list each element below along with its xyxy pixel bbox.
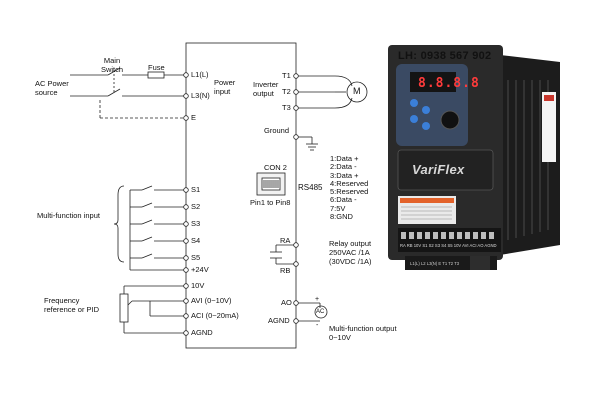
terminal-s3: S3 bbox=[191, 219, 201, 228]
ac-meter-label: AC bbox=[316, 309, 325, 315]
terminal-ao: AO bbox=[281, 298, 292, 307]
ac-meter-symbol bbox=[314, 305, 328, 319]
relay-output-line1: Relay output bbox=[329, 239, 372, 248]
control-box bbox=[185, 42, 297, 349]
terminal-ra: RA bbox=[280, 236, 291, 245]
terminal-10v: 10V bbox=[191, 281, 205, 290]
motor-label: M bbox=[353, 86, 361, 96]
terminal-agnd-left: AGND bbox=[191, 328, 213, 337]
frequency-reference-label-line2: reference or PID bbox=[44, 305, 100, 314]
contact-phone-text: LH: 0938 567 902 bbox=[398, 50, 492, 62]
rs485-pin-4: 4:Reserved bbox=[330, 178, 369, 188]
mf-output-label: Multi-function output 0~10V bbox=[329, 324, 397, 342]
ac-meter-minus: - bbox=[316, 322, 319, 329]
terminal-t1: T1 bbox=[282, 71, 291, 80]
ac-power-label-line1: AC Power bbox=[35, 79, 69, 88]
terminal-s5: S5 bbox=[191, 253, 201, 262]
power-input-label: Power input bbox=[214, 78, 235, 96]
power-input-label-line1: Power bbox=[214, 78, 236, 87]
rs485-label: RS485 bbox=[298, 183, 323, 192]
fuse-label: Fuse bbox=[148, 63, 165, 72]
rs485-pin-list: 1:Data + 2:Data - 3:Data + 4:Reserved 5:… bbox=[330, 154, 369, 222]
terminal-24v: +24V bbox=[191, 265, 209, 274]
rs485-pin-3: 3:Data + bbox=[330, 170, 359, 180]
frequency-reference-label-line1: Frequency bbox=[44, 296, 80, 305]
terminal-s1: S1 bbox=[191, 185, 201, 194]
terminal-l1: L1(L) bbox=[191, 70, 209, 79]
frequency-reference-label: Frequency reference or PID bbox=[44, 296, 99, 314]
motor-symbol bbox=[346, 81, 368, 103]
rs485-pin-5: 5:Reserved bbox=[330, 187, 369, 197]
vfd-display-digits: 8.8.8.8 bbox=[418, 76, 480, 91]
terminal-e: E bbox=[191, 113, 197, 122]
relay-output-line2: 250VAC /1A bbox=[329, 248, 370, 257]
relay-output-label: Relay output 250VAC /1A (30VDC /1A) bbox=[329, 239, 372, 266]
mf-output-line2: 0~10V bbox=[329, 333, 351, 342]
terminal-l3: L3(N) bbox=[191, 91, 210, 100]
terminal-s4: S4 bbox=[191, 236, 201, 245]
terminal-avi: AVI (0~10V) bbox=[191, 296, 232, 305]
rs485-pin-6: 6:Data - bbox=[330, 195, 357, 205]
rs485-pin-1: 1:Data + bbox=[330, 154, 359, 163]
switch-blade-2 bbox=[107, 88, 121, 97]
multi-function-input-label: Multi-function input bbox=[37, 211, 100, 220]
inverter-output-label: Inverter output bbox=[253, 80, 278, 98]
terminal-dots bbox=[183, 72, 299, 336]
inverter-output-label-line1: Inverter bbox=[253, 80, 279, 89]
vfd-power-terminal-labels: L1(L) L2 L3(N) E T1 T2 T3 bbox=[410, 261, 460, 266]
terminal-aci: ACI (0~20mA) bbox=[191, 311, 239, 320]
ac-power-label-line2: source bbox=[35, 88, 58, 97]
main-switch-label-line2: Switch bbox=[100, 65, 124, 74]
relay-output-line3: (30VDC /1A) bbox=[329, 257, 372, 266]
rs485-pin-2: 2:Data - bbox=[330, 162, 357, 172]
rs485-pin-7: 7:5V bbox=[330, 203, 346, 213]
vfd-product-image bbox=[388, 45, 560, 270]
terminal-s2: S2 bbox=[191, 202, 201, 211]
mf-output-line1: Multi-function output bbox=[329, 324, 397, 333]
terminal-t3: T3 bbox=[282, 103, 291, 112]
main-switch-label-line1: Main bbox=[103, 56, 121, 65]
input-contacts bbox=[129, 185, 186, 271]
pin-to-pin-label: Pin1 to Pin8 bbox=[250, 198, 291, 207]
power-input-label-line2: input bbox=[214, 87, 231, 96]
fuse-symbol bbox=[147, 71, 165, 79]
ground-label: Ground bbox=[264, 126, 290, 135]
terminal-agnd-right: AGND bbox=[268, 316, 290, 325]
ac-power-label: AC Power source bbox=[35, 79, 69, 97]
main-switch-label: Main Switch bbox=[98, 56, 126, 74]
vfd-control-terminal-labels: RA RB 10V S1 S2 S3 S4 S5 10V AVI ACI AO … bbox=[400, 243, 497, 248]
ac-meter-plus: + bbox=[315, 296, 320, 303]
con2-label: CON 2 bbox=[264, 163, 287, 172]
potentiometer bbox=[119, 293, 129, 323]
terminal-t2: T2 bbox=[282, 87, 291, 96]
variflex-logo: VariFlex bbox=[412, 162, 465, 177]
terminal-rb: RB bbox=[280, 266, 291, 275]
inverter-output-label-line2: output bbox=[253, 89, 274, 98]
rs485-pin-8: 8:GND bbox=[330, 212, 353, 222]
